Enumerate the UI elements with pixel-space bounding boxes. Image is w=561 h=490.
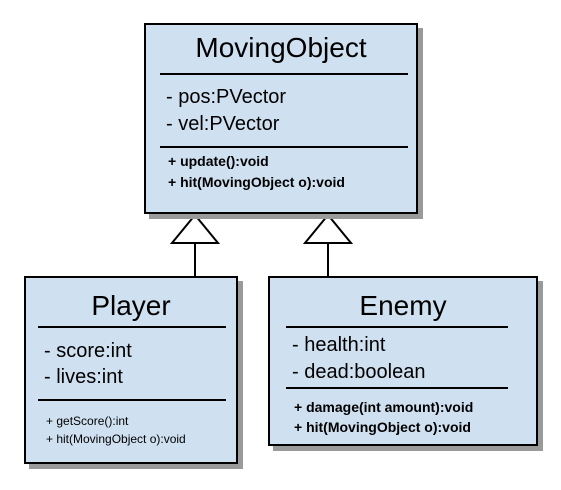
class-name: Enemy — [359, 290, 447, 321]
attribute: - score:int — [44, 340, 132, 362]
player-generalization-arrow — [169, 213, 221, 276]
attribute: - vel:PVector — [166, 113, 280, 135]
method: + hit(MovingObject o):void — [46, 432, 186, 446]
enemy-generalization-arrow — [302, 213, 354, 276]
method: + damage(int amount):void — [294, 399, 474, 415]
attribute: - dead:boolean — [292, 361, 426, 383]
method: + hit(MovingObject o):void — [294, 419, 471, 435]
name-divider — [38, 326, 226, 328]
attribute-divider — [160, 146, 408, 148]
method: + hit(MovingObject o):void — [168, 174, 345, 190]
method: + update():void — [168, 153, 269, 169]
class-box-movingobject: MovingObject - pos:PVector - vel:PVector… — [144, 23, 418, 214]
name-divider — [286, 326, 508, 328]
class-box-enemy: Enemy - health:int - dead:boolean + dama… — [268, 276, 538, 446]
attribute: - pos:PVector — [166, 86, 287, 108]
attribute: - health:int — [292, 334, 386, 356]
attribute: - lives:int — [44, 366, 123, 388]
class-box-player: Player - score:int - lives:int + getScor… — [24, 276, 238, 464]
class-name: Player — [91, 290, 171, 321]
class-name: MovingObject — [195, 32, 367, 63]
attribute-divider — [286, 387, 508, 389]
attribute-divider — [38, 399, 226, 401]
method: + getScore():int — [46, 414, 129, 428]
name-divider — [160, 73, 408, 75]
